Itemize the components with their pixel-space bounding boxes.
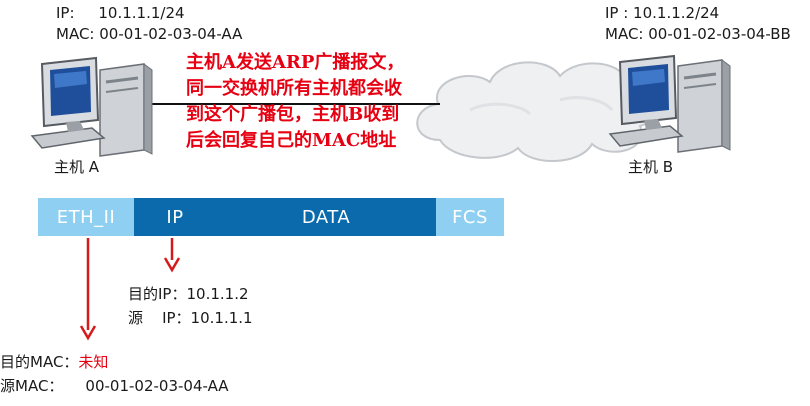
mac-src-row: 源MAC： 00-01-02-03-04-AA: [0, 376, 229, 396]
ip-header-arrow: [163, 238, 181, 273]
eth-header-details: 目的MAC：未知 源MAC： 00-01-02-03-04-AA: [0, 352, 229, 396]
annotation-line: 后会回复自己的MAC地址: [186, 130, 397, 151]
annotation-line: 同一交换机所有主机都会收: [186, 78, 402, 99]
host-a-mac: MAC: 00-01-02-03-04-AA: [56, 25, 243, 43]
eth-header-arrow: [79, 238, 97, 341]
ip-src-row: 源 IP：10.1.1.1: [128, 308, 253, 328]
computer-a-icon: [30, 56, 153, 157]
host-a-ip: IP: 10.1.1.1/24: [56, 4, 185, 22]
annotation-line: 到这个广播包，主机B收到: [186, 104, 400, 125]
host-b-mac: MAC: 00-01-02-03-04-BB: [605, 25, 791, 43]
host-a-label: 主机 A: [54, 158, 100, 176]
mac-src-value: 00-01-02-03-04-AA: [85, 377, 229, 395]
ethernet-frame: ETH_II IP DATA FCS: [38, 198, 504, 236]
computer-b-icon: [608, 54, 731, 153]
ip-dst-value: 10.1.1.2: [186, 285, 249, 303]
ip-header-details: 目的IP：10.1.1.2 源 IP：10.1.1.1: [128, 284, 253, 328]
frame-segment-ip: IP: [134, 198, 216, 236]
ip-dst-label: 目的IP：: [128, 285, 187, 303]
network-illustration: [30, 54, 731, 162]
frame-segment-data: DATA: [216, 198, 436, 236]
network-cloud-icon: [416, 61, 659, 162]
annotation-line: 主机A发送ARP广播报文，: [186, 52, 405, 73]
frame-segment-eth-ii: ETH_II: [38, 198, 134, 236]
host-b-ip: IP : 10.1.1.2/24: [605, 4, 720, 22]
ip-dst-row: 目的IP：10.1.1.2: [128, 284, 253, 304]
ip-src-value: 10.1.1.1: [190, 309, 253, 327]
frame-segment-fcs: FCS: [436, 198, 504, 236]
mac-dst-label: 目的MAC：: [0, 353, 79, 371]
mac-dst-value: 未知: [78, 353, 109, 371]
ip-src-label: 源 IP：: [128, 309, 191, 327]
mac-dst-row: 目的MAC：未知: [0, 352, 229, 372]
host-b-label: 主机 B: [628, 158, 674, 176]
arp-annotation: 主机A发送ARP广播报文， 同一交换机所有主机都会收 到这个广播包，主机B收到 …: [186, 50, 404, 154]
mac-src-label: 源MAC：: [0, 377, 64, 395]
